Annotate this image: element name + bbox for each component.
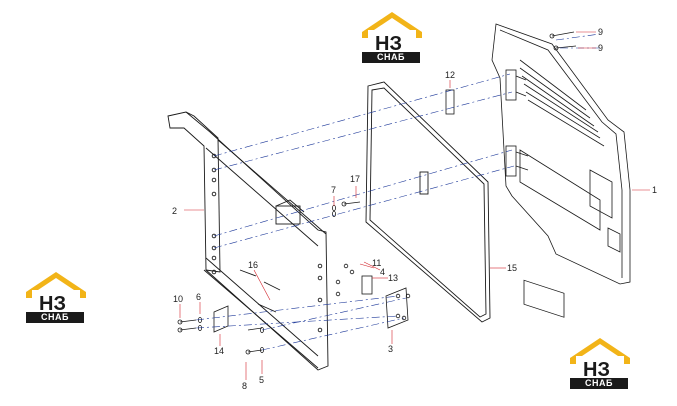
callout-10: 10: [173, 294, 183, 304]
callout-1: 1: [652, 185, 657, 195]
callout-6: 6: [196, 292, 201, 302]
logo-house-icon: НЗ: [362, 12, 422, 55]
logo-letters: НЗ: [39, 293, 66, 315]
callout-7: 7: [331, 185, 336, 195]
part-3-plate: [385, 287, 409, 329]
callout-13: 13: [388, 273, 398, 283]
callout-3: 3: [388, 344, 393, 354]
leader-lines: [179, 31, 650, 380]
callout-12: 12: [445, 70, 455, 80]
part-12-strip: [445, 89, 455, 115]
watermark-logo-left: НЗ СНАБ: [22, 268, 90, 324]
logo-caption: СНАБ: [570, 378, 628, 389]
logo-house-icon: НЗ: [26, 272, 86, 315]
part-13-bracket: [361, 275, 373, 295]
callout-2: 2: [172, 206, 177, 216]
callouts: 1 2 3 4 5 6 7 8 9 9 10 11 12 13 14 15 16…: [172, 27, 657, 391]
callout-16: 16: [248, 260, 258, 270]
callout-9b: 9: [598, 43, 603, 53]
logo-house-icon: НЗ: [570, 338, 630, 381]
fasteners: [177, 201, 411, 355]
logo-letters: НЗ: [375, 33, 402, 55]
part-2-main-frame: [167, 111, 329, 371]
callout-15: 15: [507, 263, 517, 273]
callout-11: 11: [372, 258, 381, 268]
callout-8: 8: [242, 381, 247, 391]
callout-5: 5: [259, 375, 264, 385]
part-1-grille-panel: [491, 23, 631, 318]
callout-9a: 9: [598, 27, 603, 37]
logo-caption: СНАБ: [26, 312, 84, 323]
watermark-logo-top: НЗ СНАБ: [358, 8, 426, 64]
part-14-plate: [213, 305, 229, 333]
part-15-seal-frame: [365, 81, 491, 323]
logo-letters: НЗ: [583, 359, 610, 381]
callout-17: 17: [350, 174, 360, 184]
alignment-lines: [195, 33, 601, 351]
watermark-logo-bottom-right: НЗ СНАБ: [566, 334, 634, 390]
callout-14: 14: [214, 346, 224, 356]
logo-caption: СНАБ: [362, 52, 420, 63]
callout-4: 4: [380, 267, 385, 277]
